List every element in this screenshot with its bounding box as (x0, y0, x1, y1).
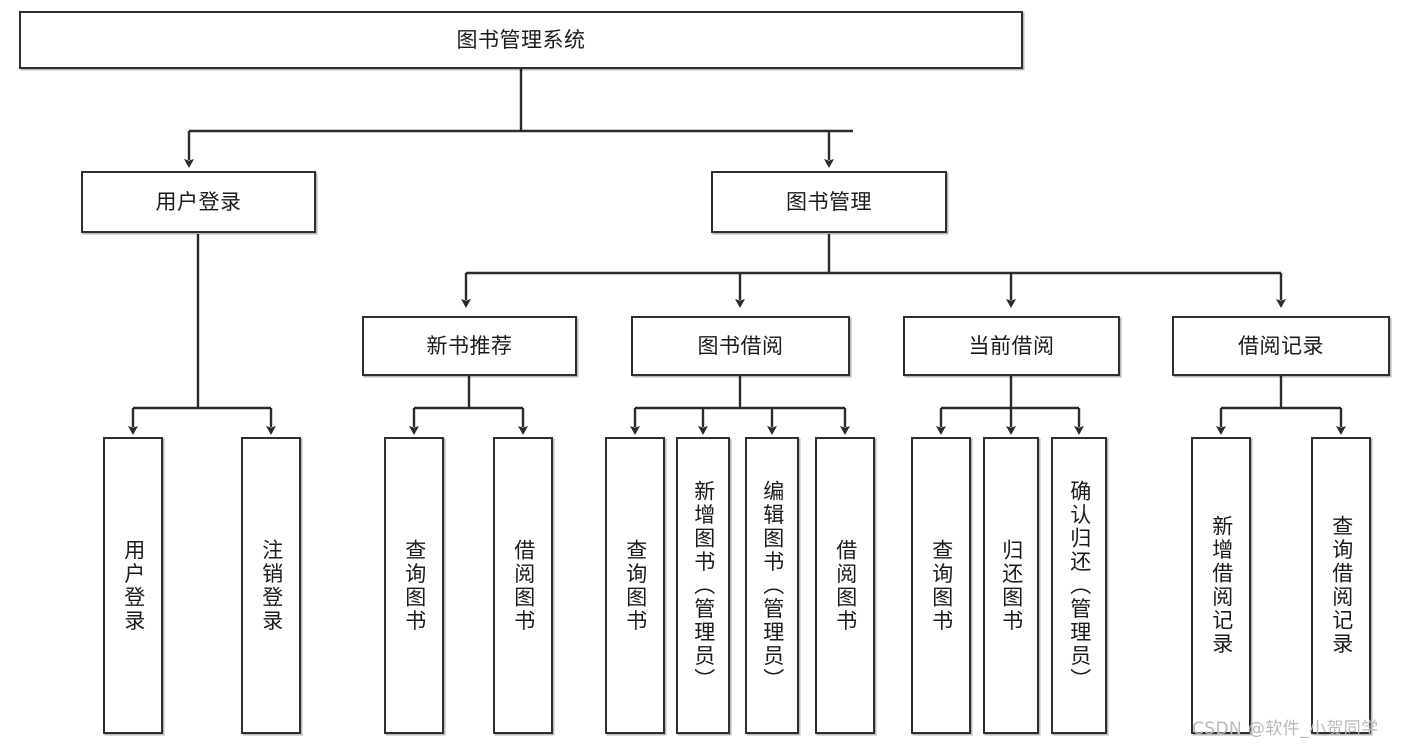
node-root-label: 图书管理系统 (456, 27, 586, 52)
node-leaf-edit-book[interactable]: 编辑图书（管理员） (745, 437, 799, 734)
node-leaf-logout-login-label: 注销登录 (259, 538, 284, 633)
node-new-book-recommend[interactable]: 新书推荐 (362, 316, 577, 376)
watermark-text: CSDN @软件_小贺同学 (1192, 719, 1379, 739)
node-leaf-add-book-label: 新增图书（管理员） (691, 479, 716, 692)
node-leaf-query-record[interactable]: 查询借阅记录 (1311, 437, 1371, 734)
node-current-borrow[interactable]: 当前借阅 (903, 316, 1120, 376)
node-root[interactable]: 图书管理系统 (19, 11, 1023, 69)
node-leaf-add-book[interactable]: 新增图书（管理员） (676, 437, 730, 734)
node-book-management-label: 图书管理 (786, 189, 872, 214)
node-leaf-query-book-1-label: 查询图书 (402, 538, 427, 633)
node-leaf-user-login[interactable]: 用户登录 (103, 437, 163, 734)
node-leaf-add-record[interactable]: 新增借阅记录 (1191, 437, 1251, 734)
node-leaf-confirm-return-label: 确认归还（管理员） (1067, 479, 1092, 692)
node-leaf-query-book-2[interactable]: 查询图书 (605, 437, 665, 734)
node-leaf-return-book[interactable]: 归还图书 (983, 437, 1039, 734)
node-user-login-label: 用户登录 (155, 189, 242, 214)
node-leaf-add-record-label: 新增借阅记录 (1209, 515, 1234, 656)
node-leaf-borrow-book-1[interactable]: 借阅图书 (493, 437, 553, 734)
node-borrow-record[interactable]: 借阅记录 (1172, 316, 1390, 376)
node-book-management[interactable]: 图书管理 (711, 171, 947, 233)
node-leaf-query-book-1[interactable]: 查询图书 (384, 437, 444, 734)
node-current-borrow-label: 当前借阅 (968, 333, 1055, 358)
node-new-book-recommend-label: 新书推荐 (426, 333, 513, 358)
node-leaf-query-book-3-label: 查询图书 (929, 538, 954, 633)
node-leaf-return-book-label: 归还图书 (999, 538, 1024, 633)
node-leaf-query-record-label: 查询借阅记录 (1329, 515, 1354, 656)
node-leaf-confirm-return[interactable]: 确认归还（管理员） (1051, 437, 1107, 734)
node-leaf-edit-book-label: 编辑图书（管理员） (760, 479, 785, 692)
node-leaf-borrow-book-1-label: 借阅图书 (511, 538, 536, 633)
node-user-login[interactable]: 用户登录 (81, 171, 316, 233)
node-leaf-query-book-3[interactable]: 查询图书 (911, 437, 971, 734)
node-leaf-borrow-book-2[interactable]: 借阅图书 (815, 437, 875, 734)
node-leaf-query-book-2-label: 查询图书 (623, 538, 648, 633)
node-book-borrow[interactable]: 图书借阅 (631, 316, 850, 376)
node-leaf-logout-login[interactable]: 注销登录 (241, 437, 301, 734)
node-book-borrow-label: 图书借阅 (697, 333, 784, 358)
node-leaf-user-login-label: 用户登录 (121, 538, 146, 633)
node-leaf-borrow-book-2-label: 借阅图书 (833, 538, 858, 633)
node-borrow-record-label: 借阅记录 (1238, 333, 1324, 358)
